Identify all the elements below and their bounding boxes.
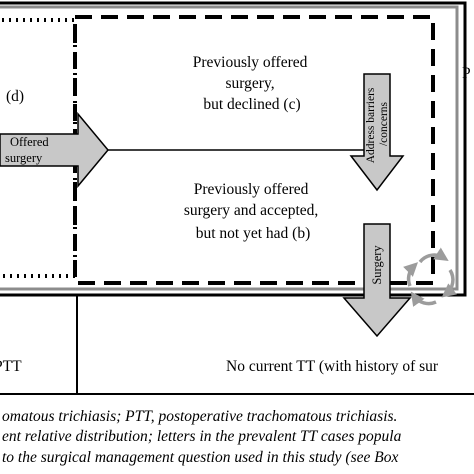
caption-line-3: to the surgical management question used… (2, 449, 399, 466)
region-c-label: Previously offered surgery, but declined… (193, 54, 312, 113)
caption-line-1: omatous trichiasis; PTT, postoperative t… (2, 408, 398, 425)
gray-frame (0, 5, 459, 291)
region-b-label: Previously offered surgery and accepted,… (184, 181, 322, 242)
outer-frame (0, 1, 467, 297)
region-d-label: (d) (6, 88, 24, 105)
row-right-text: No current TT (with history of sur (226, 358, 439, 375)
surgery-arrow (342, 223, 412, 338)
diagram-canvas: (d) Previously offered surgery, but decl… (0, 1, 474, 395)
offered-surgery-arrow (0, 111, 109, 189)
caption-line-2: ent relative distribution; letters in th… (2, 428, 402, 445)
address-barriers-arrow (349, 73, 405, 192)
right-edge-label: P (462, 65, 471, 82)
offered-surgery-label: Offered surgery (5, 135, 52, 165)
surgery-label: Surgery (370, 245, 384, 285)
recurrence-cycle-icon (403, 247, 457, 307)
address-barriers-label: Address barriers /concerns (365, 85, 390, 164)
row-left-text: PTT (0, 358, 22, 375)
